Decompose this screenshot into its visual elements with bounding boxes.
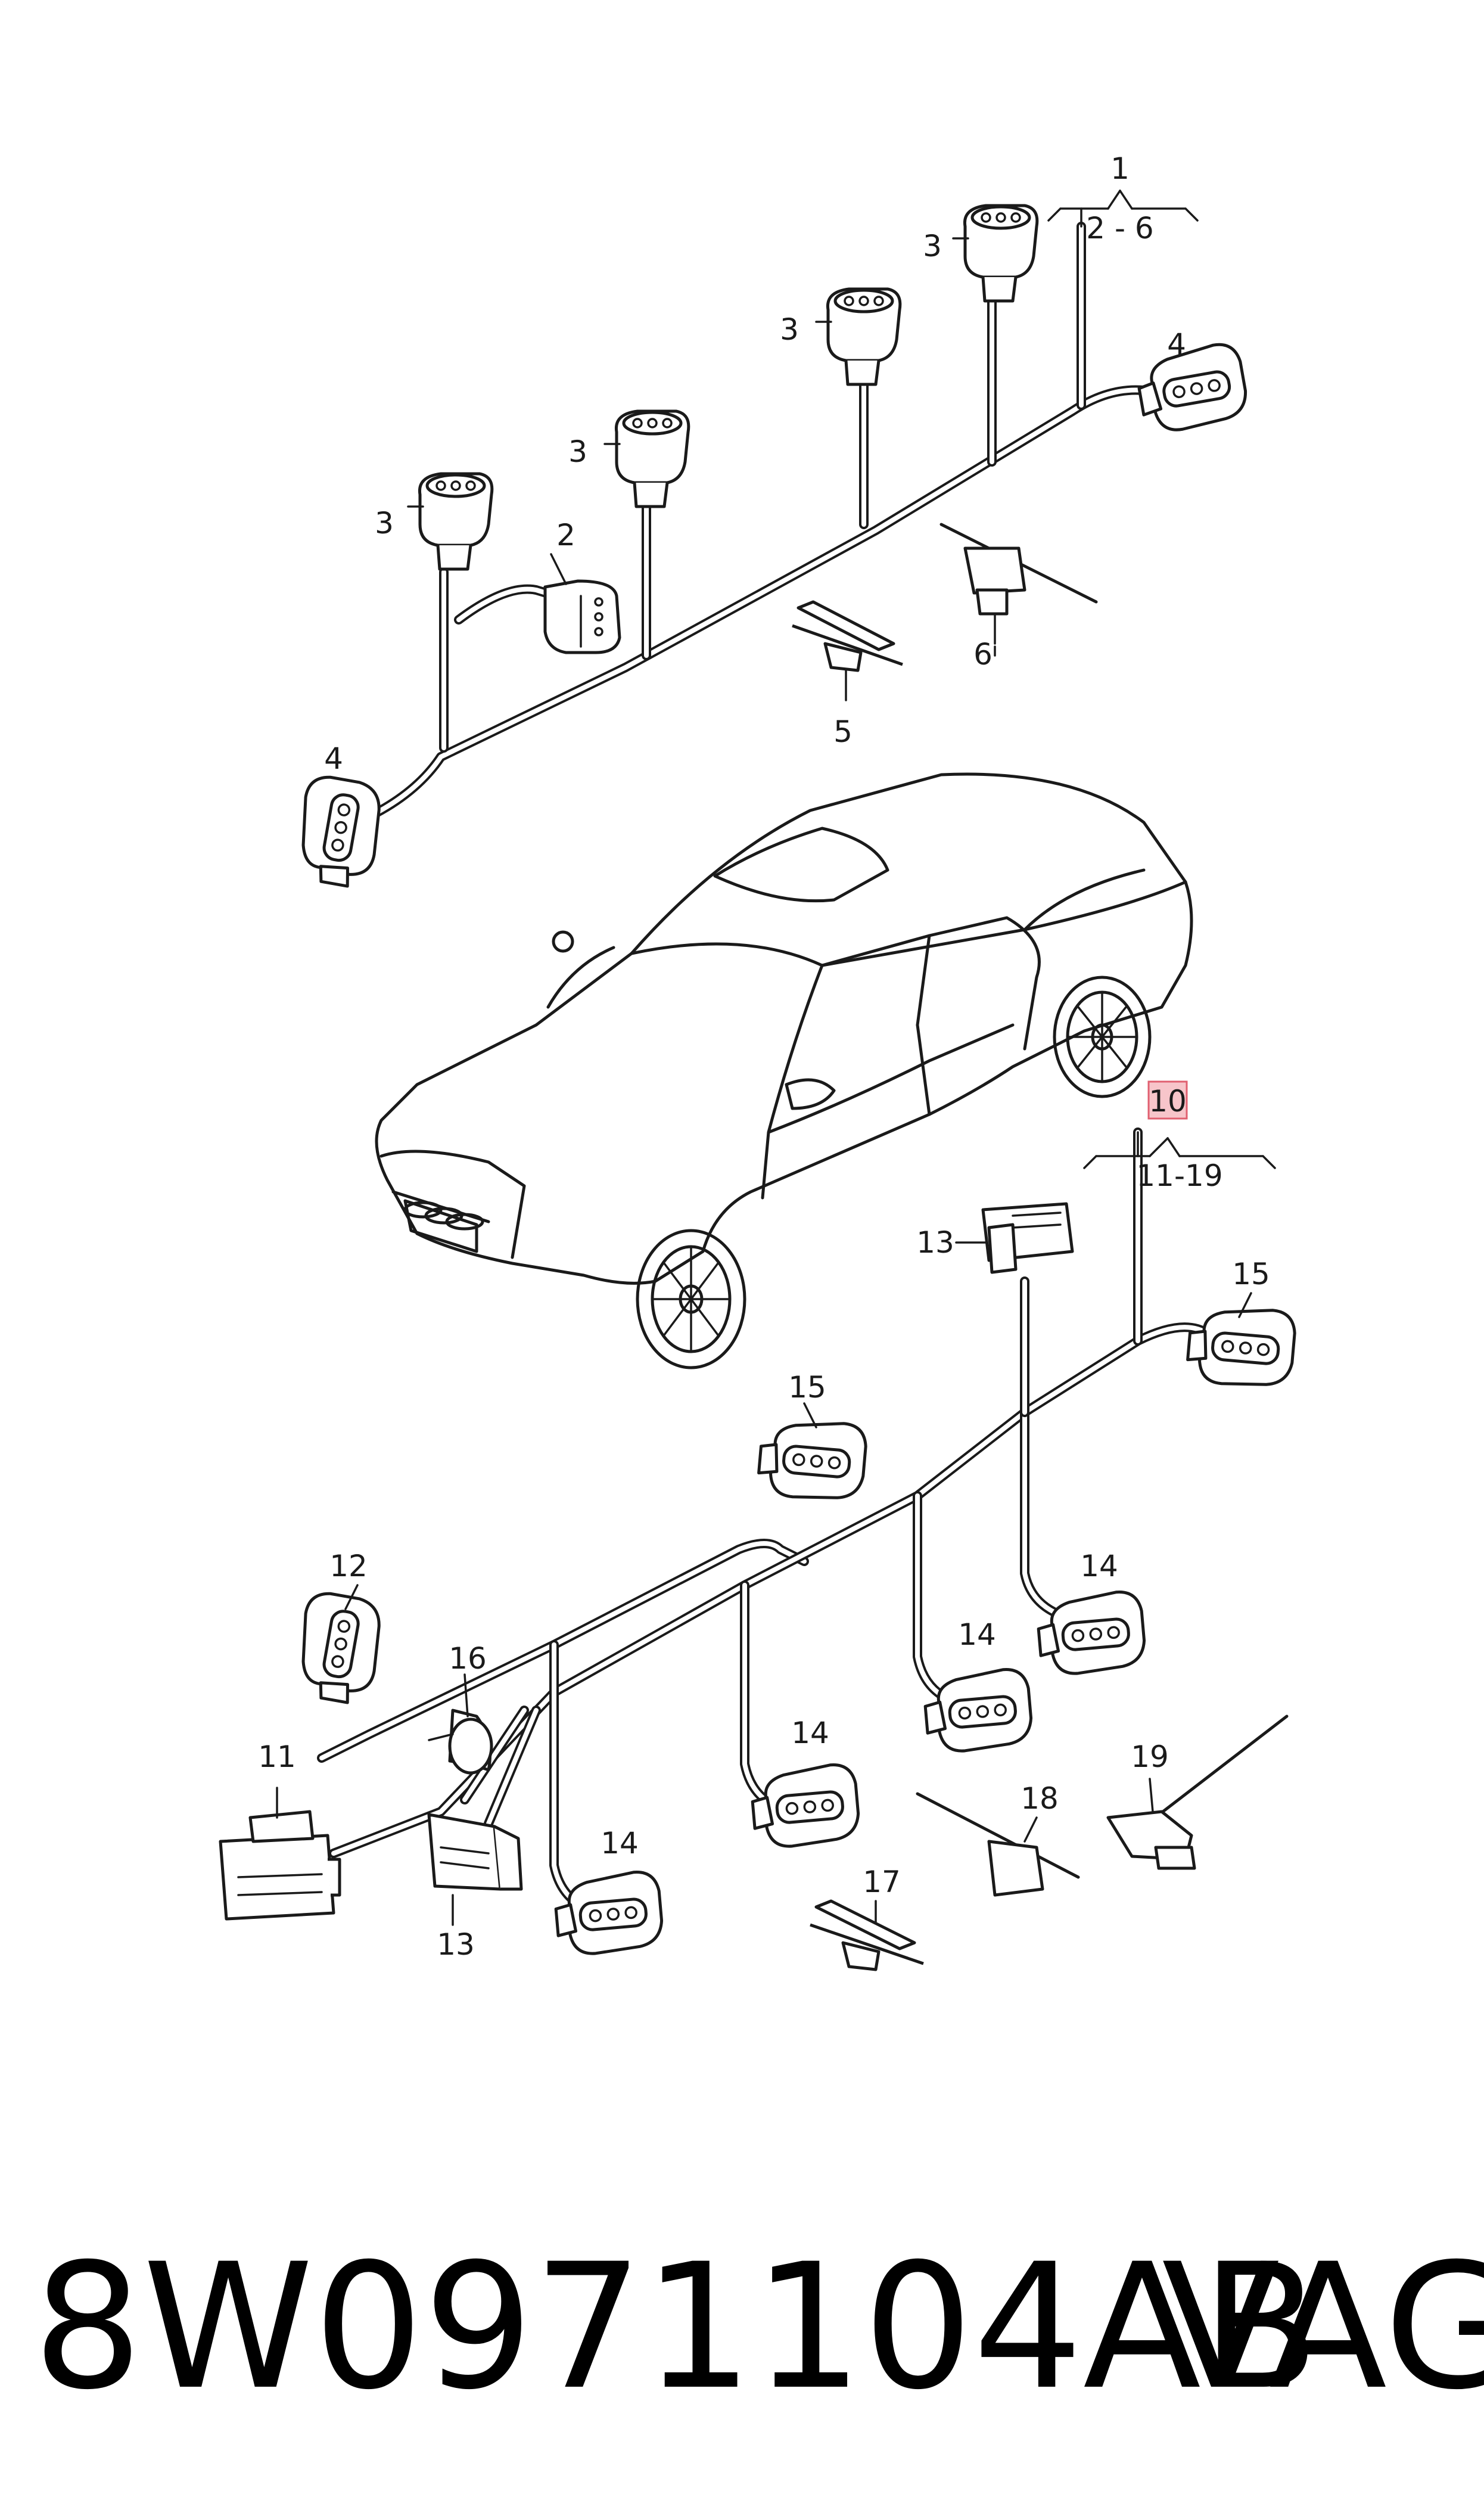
- label-13-bottom: 13: [437, 1927, 475, 1962]
- label-18: 18: [1021, 1781, 1059, 1816]
- connector-12: [292, 1590, 386, 1706]
- upper-harness-wires: [365, 222, 1190, 821]
- connector-3-a: [408, 474, 492, 569]
- connector-4-top: [1134, 341, 1250, 435]
- connector-2: [543, 579, 621, 654]
- connector-3-d: [953, 206, 1037, 301]
- label-3-a: 3: [375, 506, 394, 541]
- connector-4-left: [292, 774, 386, 890]
- label-12: 12: [329, 1549, 368, 1583]
- connector-13-bottom: [427, 1813, 523, 1891]
- connector-14-b: [923, 1667, 1034, 1754]
- label-14-a: 14: [1080, 1549, 1118, 1583]
- label-11: 11: [258, 1740, 296, 1774]
- connector-3-b: [605, 411, 689, 507]
- label-4-left: 4: [324, 741, 343, 776]
- label-14-c: 14: [791, 1716, 829, 1750]
- label-19: 19: [1131, 1740, 1169, 1774]
- group-10-range: 11-19: [1136, 1158, 1222, 1193]
- label-15-left: 15: [788, 1370, 826, 1405]
- label-2: 2: [556, 518, 575, 552]
- label-14-b: 14: [958, 1617, 996, 1652]
- cable-tie-19: [1106, 1714, 1289, 1870]
- clip-5: [792, 600, 903, 701]
- connector-15-left: [757, 1417, 868, 1503]
- connector-11: [219, 1810, 341, 1921]
- connector-15-right: [1186, 1303, 1297, 1390]
- label-6: 6: [973, 637, 993, 672]
- cable-tie-6: [939, 523, 1098, 645]
- label-4-top: 4: [1167, 327, 1186, 362]
- leader-lines: [276, 190, 1276, 1926]
- highlight-box-10: [1147, 1080, 1188, 1120]
- callout-labels: 1 2 - 6 3 3 3 3 4 4 2 5 6 10 11-19 13 15…: [258, 151, 1270, 1962]
- label-5: 5: [833, 715, 853, 749]
- label-14-d: 14: [601, 1826, 639, 1860]
- brand-name: VAG: [1162, 2227, 1484, 2428]
- label-3-d: 3: [923, 229, 942, 263]
- cable-tie-18: [916, 1792, 1080, 1897]
- connector-13-top: [981, 1202, 1074, 1274]
- label-15-right: 15: [1232, 1257, 1270, 1291]
- clip-17: [810, 1899, 924, 1971]
- connector-14-c: [750, 1763, 861, 1849]
- group-1-number: 1: [1110, 151, 1130, 186]
- connector-3-c: [816, 289, 900, 384]
- connector-14-d: [553, 1870, 664, 1956]
- grommet-16: [428, 1709, 493, 1775]
- car-illustration: [375, 772, 1193, 1369]
- group-10-number: 10: [1149, 1084, 1187, 1119]
- label-13-top: 13: [916, 1225, 954, 1260]
- label-17: 17: [863, 1865, 901, 1899]
- label-3-b: 3: [568, 434, 587, 469]
- connector-14-a: [1036, 1590, 1147, 1676]
- part-number: 8W0971104AB: [33, 2227, 1320, 2428]
- label-3-c: 3: [780, 312, 799, 347]
- label-16: 16: [449, 1641, 487, 1676]
- group-1-range: 2 - 6: [1086, 211, 1153, 246]
